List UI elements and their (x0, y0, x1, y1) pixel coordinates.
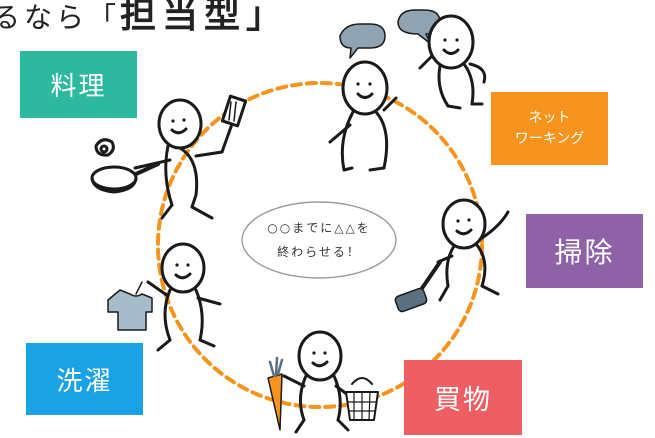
egg-icon (94, 138, 115, 157)
person-icon (436, 198, 510, 302)
task-box-cleaning: 掃除 (526, 214, 643, 288)
heading-prefix: るなら「 (0, 1, 121, 34)
frying-pan-icon (90, 162, 160, 194)
task-box-shopping: 買物 (404, 360, 522, 435)
person-icon (282, 330, 354, 434)
center-goal-text: ○○までに△△を 終わらせる！ (267, 221, 371, 259)
task-label-networking: ネット ワーキング (514, 109, 585, 147)
person-icon (146, 242, 222, 352)
shopping-basket-icon (345, 377, 379, 421)
heading-suffix: 」 (246, 0, 289, 36)
heading-emphasis: 担当型 (120, 0, 247, 36)
shirt-icon (107, 281, 153, 331)
spatula-icon (220, 94, 248, 154)
person-icon (133, 98, 224, 220)
carrot-icon (267, 356, 284, 431)
heading: るなら「担当型」 (0, 0, 288, 38)
person-icon (418, 14, 487, 110)
task-label-cleaning: 掃除 (554, 236, 615, 269)
center-oval (241, 201, 397, 279)
speech-bubble-icon (339, 23, 386, 59)
task-box-laundry: 洗濯 (26, 343, 143, 415)
task-label-laundry: 洗濯 (56, 366, 113, 397)
vacuum-cleaner-icon (394, 260, 442, 313)
task-box-networking: ネット ワーキング (491, 92, 608, 165)
task-label-cooking: 料理 (50, 72, 107, 102)
task-label-shopping: 買物 (434, 385, 492, 416)
person-icon (328, 60, 398, 172)
dashed-ring (156, 81, 484, 409)
task-box-cooking: 料理 (20, 51, 137, 118)
